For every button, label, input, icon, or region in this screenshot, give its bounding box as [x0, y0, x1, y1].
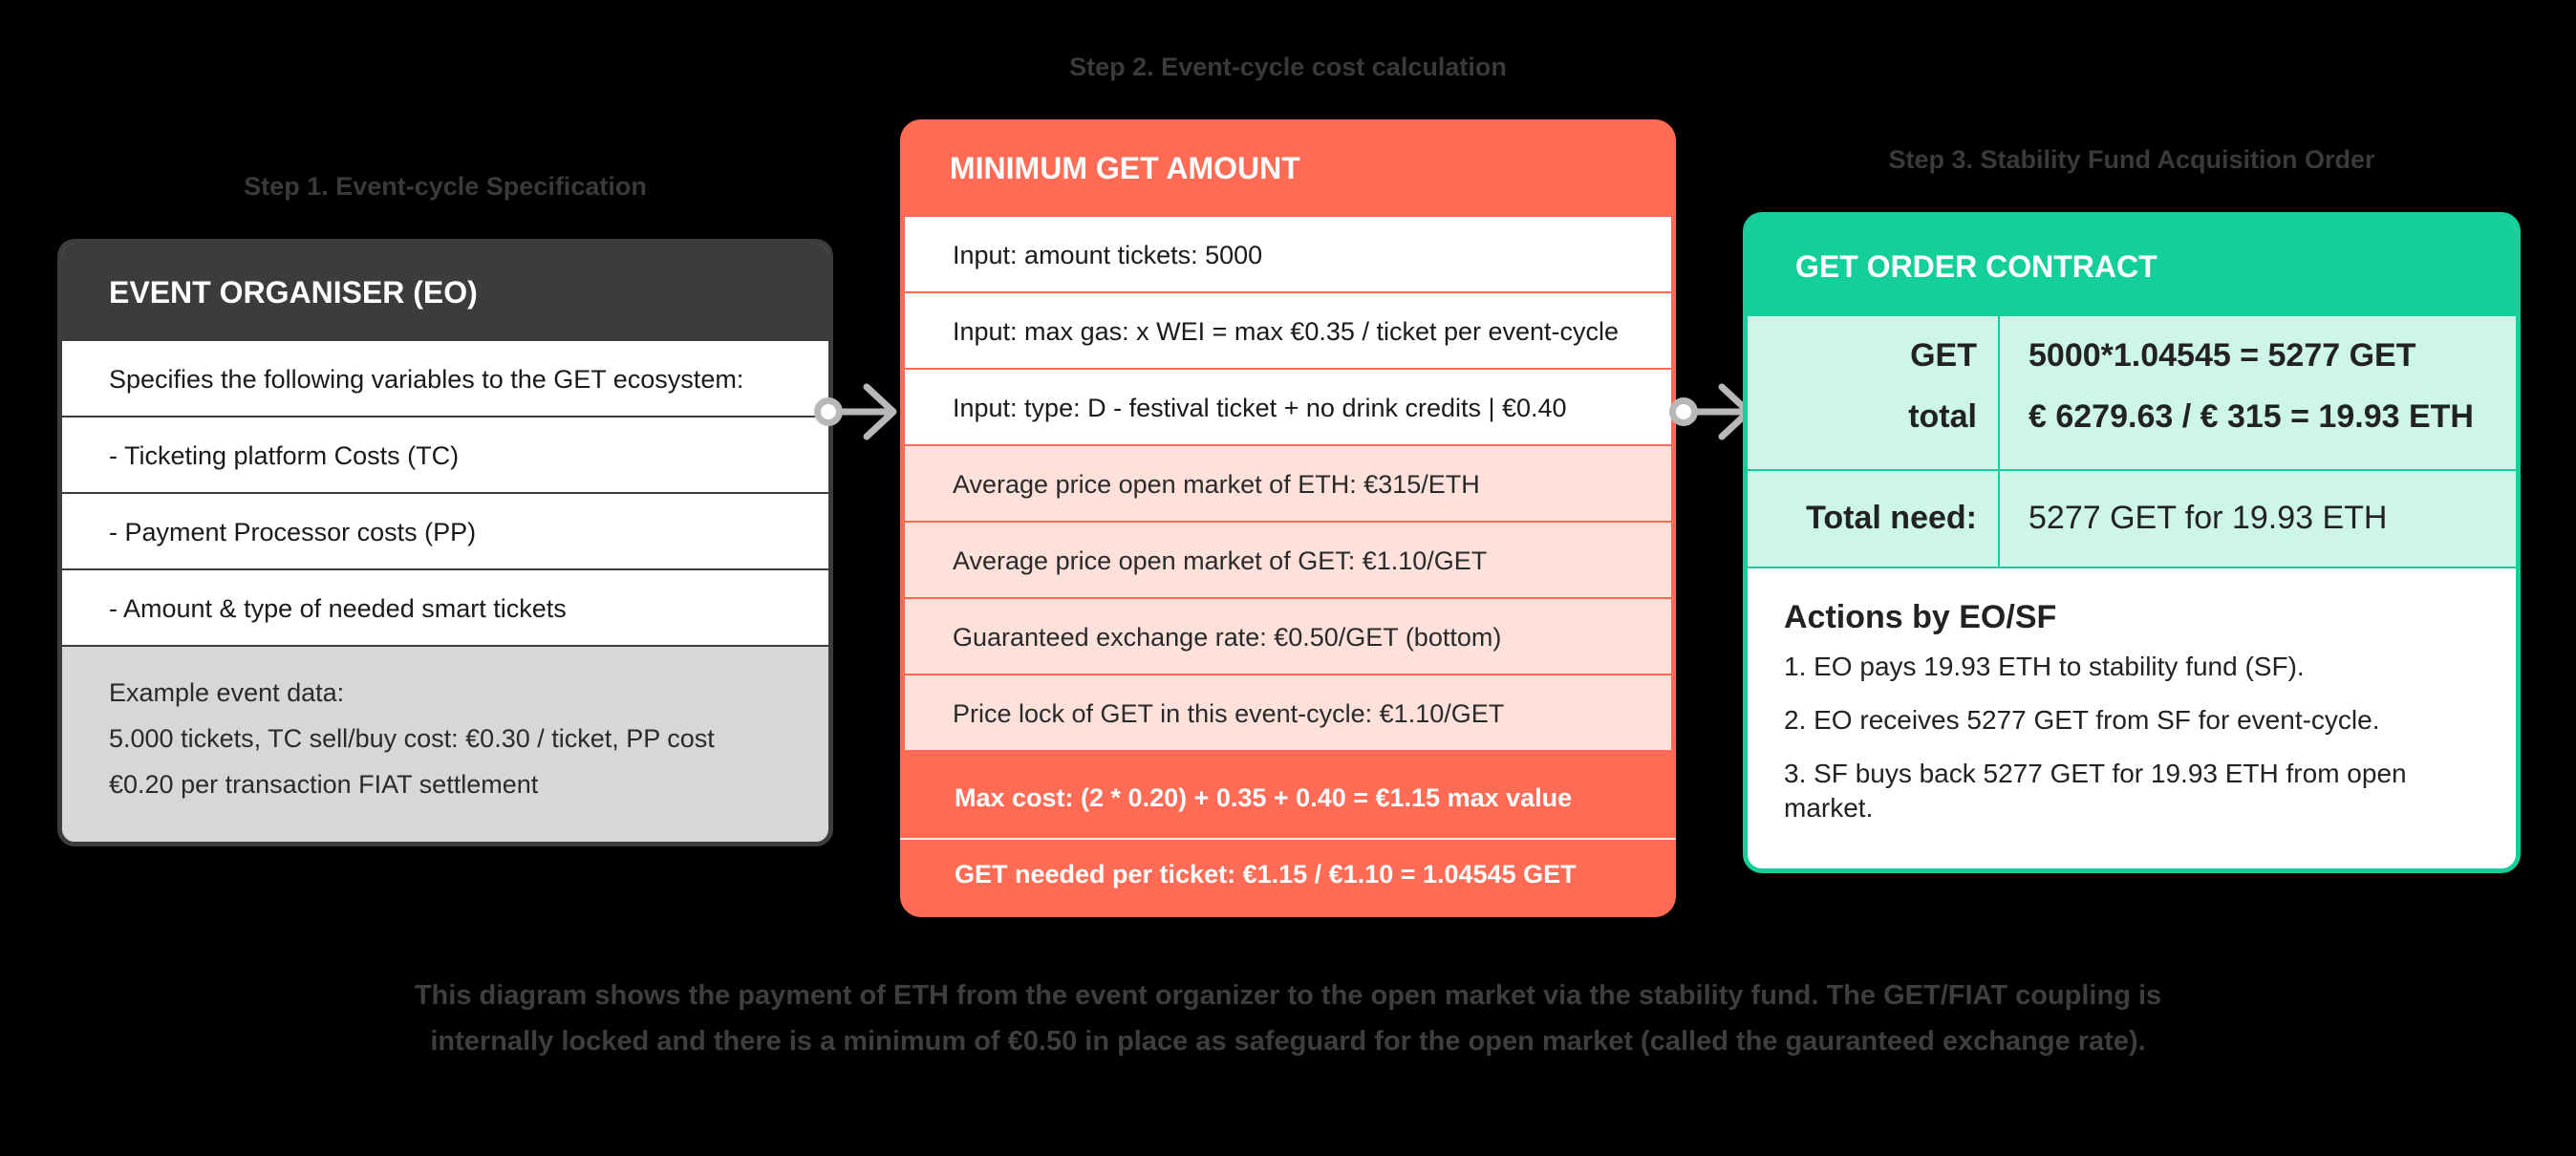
- action-item: 1. EO pays 19.93 ETH to stability fund (…: [1784, 652, 2305, 681]
- step3-label: Step 3. Stability Fund Acquisition Order: [1888, 145, 2375, 174]
- total-value: € 6279.63 / € 315 = 19.93 ETH: [2029, 398, 2474, 435]
- event-organiser-card: EVENT ORGANISER (EO) Specifies the follo…: [57, 239, 833, 846]
- column-divider: [1998, 316, 2000, 469]
- total-need-value: 5277 GET for 19.93 ETH: [2029, 500, 2388, 536]
- max-cost: Max cost: (2 * 0.20) + 0.35 + 0.40 = €1.…: [955, 783, 1573, 812]
- order-calc-block: GET 5000*1.04545 = 5277 GET total € 6279…: [1748, 316, 2516, 471]
- action-item: 2. EO receives 5277 GET from SF for even…: [1784, 705, 2380, 735]
- input-row: Input: type: D - festival ticket + no dr…: [905, 370, 1671, 446]
- minimum-get-amount-card: MINIMUM GET AMOUNT Input: amount tickets…: [900, 119, 1676, 917]
- spec-row: - Payment Processor costs (PP): [62, 494, 828, 570]
- actions-title: Actions by EO/SF: [1784, 599, 2057, 635]
- market-row: Average price open market of GET: €1.10/…: [905, 523, 1671, 599]
- event-organiser-title: EVENT ORGANISER (EO): [62, 244, 828, 341]
- bottom-divider: [900, 838, 1676, 840]
- get-label: GET: [1910, 337, 1977, 374]
- total-label: total: [1908, 398, 1977, 435]
- example-line: Example event data:: [109, 678, 345, 707]
- get-order-contract-card: GET ORDER CONTRACT GET 5000*1.04545 = 52…: [1743, 212, 2521, 873]
- spec-row: - Ticketing platform Costs (TC): [62, 417, 828, 494]
- market-row: Price lock of GET in this event-cycle: €…: [905, 675, 1671, 752]
- input-row: Input: amount tickets: 5000: [905, 217, 1671, 293]
- diagram-caption: This diagram shows the payment of ETH fr…: [0, 973, 2576, 1064]
- caption-line: This diagram shows the payment of ETH fr…: [414, 980, 2162, 1011]
- market-row: Guaranteed exchange rate: €0.50/GET (bot…: [905, 599, 1671, 675]
- step1-label: Step 1. Event-cycle Specification: [244, 172, 647, 201]
- example-line: 5.000 tickets, TC sell/buy cost: €0.30 /…: [109, 724, 715, 753]
- get-needed-per-ticket: GET needed per ticket: €1.15 / €1.10 = 1…: [955, 860, 1577, 888]
- cost-rows: Input: amount tickets: 5000 Input: max g…: [905, 217, 1671, 752]
- spec-row: - Amount & type of needed smart tickets: [62, 570, 828, 647]
- get-value: 5000*1.04545 = 5277 GET: [2029, 337, 2416, 374]
- minimum-get-amount-title: MINIMUM GET AMOUNT: [950, 151, 1300, 185]
- total-need-block: Total need: 5277 GET for 19.93 ETH: [1748, 471, 2516, 568]
- example-line: €0.20 per transaction FIAT settlement: [109, 770, 539, 799]
- actions-section: Actions by EO/SF 1. EO pays 19.93 ETH to…: [1784, 599, 2497, 845]
- example-event-data: Example event data: 5.000 tickets, TC se…: [62, 647, 828, 807]
- spec-row: Specifies the following variables to the…: [62, 341, 828, 417]
- column-divider: [1998, 471, 2000, 567]
- order-table: GET 5000*1.04545 = 5277 GET total € 6279…: [1748, 316, 2516, 568]
- input-row: Input: max gas: x WEI = max €0.35 / tick…: [905, 293, 1671, 370]
- connector-arrow-icon: [814, 383, 897, 440]
- step2-label: Step 2. Event-cycle cost calculation: [1069, 53, 1507, 81]
- caption-line: internally locked and there is a minimum…: [430, 1026, 2146, 1057]
- get-order-contract-title: GET ORDER CONTRACT: [1748, 217, 2516, 316]
- action-item: 3. SF buys back 5277 GET for 19.93 ETH f…: [1784, 759, 2407, 823]
- market-row: Average price open market of ETH: €315/E…: [905, 446, 1671, 523]
- total-need-label: Total need:: [1806, 500, 1977, 536]
